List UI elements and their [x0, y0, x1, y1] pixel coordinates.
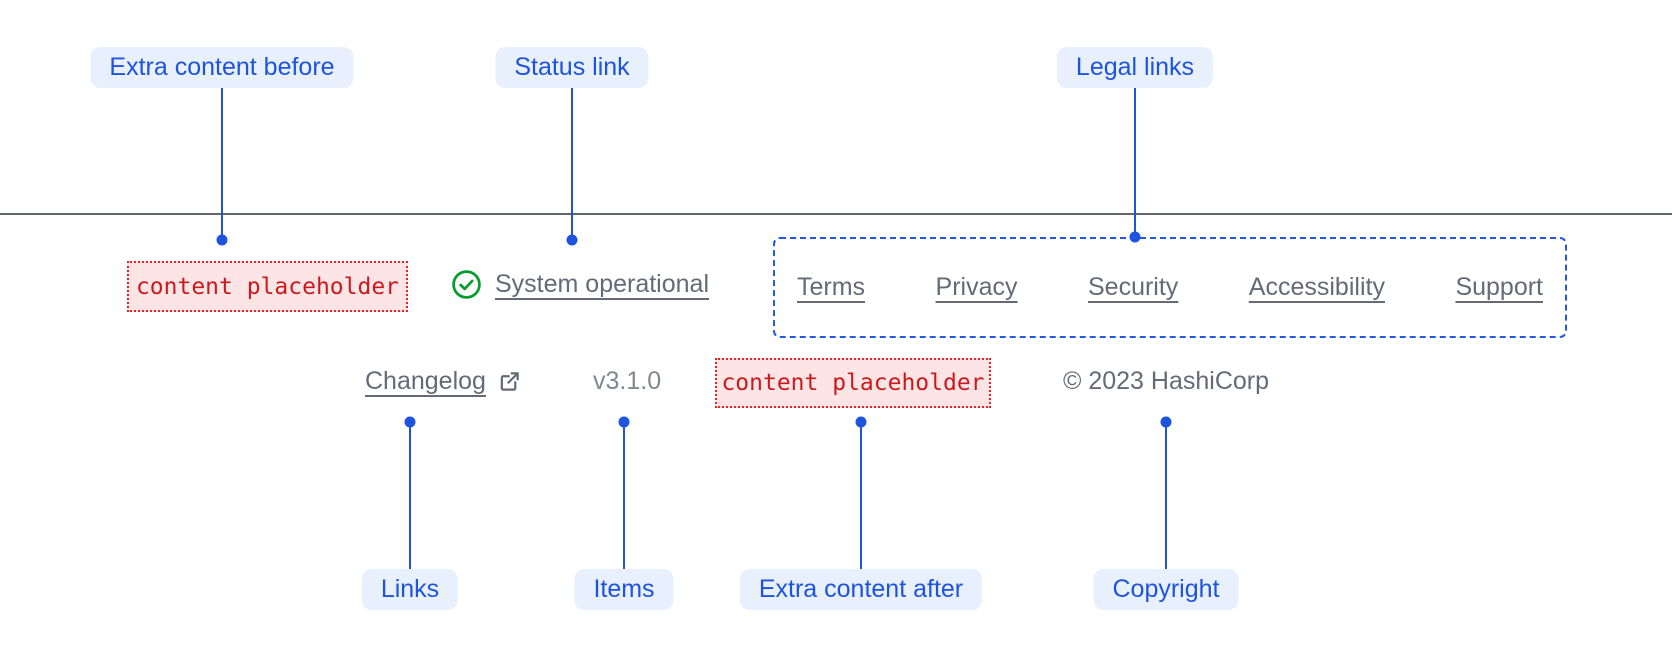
connector-dot: [566, 234, 578, 246]
changelog-link-label: Changelog: [365, 366, 486, 395]
legal-link-support[interactable]: Support: [1455, 273, 1543, 301]
extra-content-after-placeholder: content placeholder: [715, 358, 991, 408]
copyright-text-wrap: © 2023 HashiCorp: [1063, 358, 1269, 404]
copyright-text: © 2023 HashiCorp: [1062, 366, 1270, 395]
legal-link-terms[interactable]: Terms: [797, 273, 866, 301]
status-link[interactable]: System operational: [451, 261, 709, 308]
external-link-icon: [498, 370, 521, 393]
callout-status-link: Status link: [495, 47, 649, 88]
version-label: v3.1.0: [593, 366, 662, 395]
connector-extra-content-before: [221, 88, 223, 240]
legal-link-privacy[interactable]: Privacy: [935, 273, 1018, 301]
connector-status-link: [571, 88, 573, 240]
legal-links-group: Terms Privacy Security Accessibility Sup…: [773, 237, 1567, 338]
callout-extra-content-before: Extra content before: [90, 47, 354, 88]
connector-copyright: [1165, 422, 1167, 569]
extra-content-before-placeholder: content placeholder: [127, 261, 408, 312]
page-divider: [0, 213, 1672, 215]
callout-copyright: Copyright: [1093, 569, 1239, 610]
callout-items: Items: [574, 569, 674, 610]
legal-link-security[interactable]: Security: [1088, 273, 1179, 301]
callout-links: Links: [361, 569, 459, 610]
connector-extra-content-after: [860, 422, 862, 569]
connector-dot: [216, 234, 228, 246]
callout-extra-content-after: Extra content after: [739, 569, 983, 610]
connector-items: [623, 422, 625, 569]
changelog-link[interactable]: Changelog: [365, 358, 521, 404]
callout-legal-links: Legal links: [1056, 47, 1214, 88]
legal-link-accessibility[interactable]: Accessibility: [1248, 273, 1385, 301]
connector-legal-links: [1134, 88, 1136, 237]
status-link-label: System operational: [495, 270, 710, 298]
check-circle-icon: [451, 269, 482, 300]
connector-links: [409, 422, 411, 569]
version-item: v3.1.0: [593, 358, 661, 404]
